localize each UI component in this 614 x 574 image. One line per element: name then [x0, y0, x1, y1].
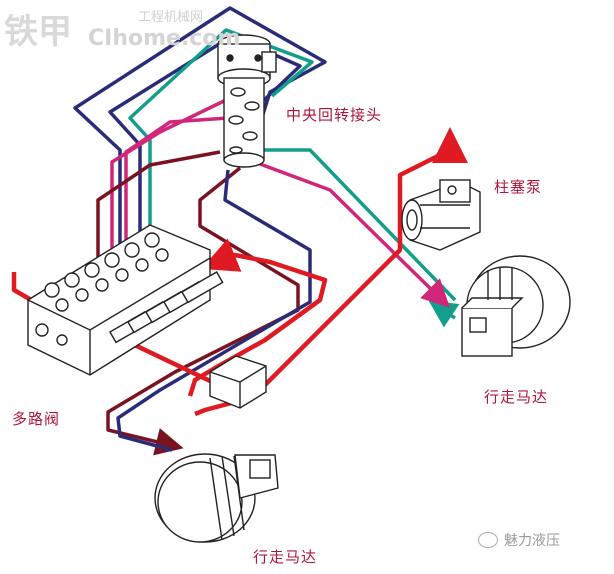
footer-account: 魅力液压 — [478, 530, 560, 550]
label-travel-motor-right: 行走马达 — [484, 388, 549, 406]
line-pink-loop — [110, 98, 450, 308]
junction-block — [209, 355, 267, 409]
travel-motor-bottom — [154, 453, 279, 543]
watermark-brand: 铁甲 — [4, 12, 72, 52]
label-piston-pump: 柱塞泵 — [494, 178, 543, 196]
chat-bubble-icon — [478, 532, 498, 548]
valve-spools — [109, 271, 224, 344]
footer-account-name: 魅力液压 — [504, 533, 560, 549]
piston-pump — [401, 179, 481, 251]
multi-way-valve — [27, 224, 224, 376]
watermark-site: 工程机械网 — [138, 10, 204, 25]
line-teal-loop — [128, 28, 460, 328]
travel-motor-right — [461, 255, 571, 357]
valve-spool-heads — [44, 232, 169, 312]
central-rotary-joint — [217, 34, 277, 168]
label-travel-motor-bottom: 行走马达 — [253, 548, 318, 566]
line-navy-loop — [73, 6, 327, 265]
line-navy-lower — [116, 169, 312, 452]
label-rotary-joint: 中央回转接头 — [286, 106, 383, 124]
watermark-url: CIhome.com — [88, 26, 241, 51]
label-multi-valve: 多路阀 — [12, 410, 61, 428]
